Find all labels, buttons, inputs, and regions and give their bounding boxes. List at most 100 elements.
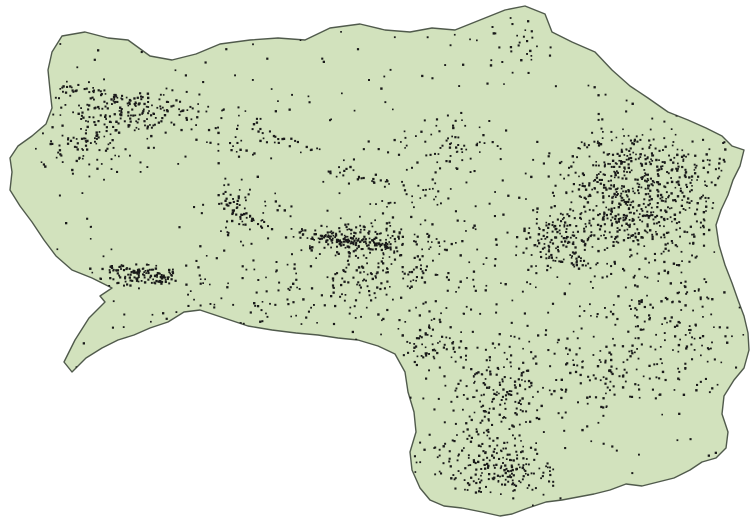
location-point — [548, 255, 551, 258]
location-point — [489, 373, 492, 376]
location-point — [82, 155, 85, 157]
location-point — [647, 216, 650, 219]
location-point — [464, 124, 467, 127]
location-point — [546, 462, 549, 465]
location-point — [648, 261, 650, 264]
location-point — [676, 439, 679, 442]
location-point — [159, 107, 162, 110]
location-point — [472, 278, 475, 281]
location-point — [260, 225, 263, 228]
location-point — [114, 100, 117, 103]
location-point — [662, 149, 664, 151]
location-point — [693, 163, 696, 166]
location-point — [722, 142, 725, 144]
location-point — [82, 342, 85, 345]
location-point — [536, 409, 539, 412]
location-point — [633, 192, 636, 195]
location-point — [366, 244, 369, 247]
location-point — [103, 100, 106, 103]
location-point — [345, 266, 348, 269]
location-point — [415, 135, 417, 137]
location-point — [611, 224, 613, 226]
location-point — [588, 155, 591, 158]
location-point — [634, 235, 637, 238]
location-point — [588, 395, 591, 398]
location-point — [265, 312, 267, 315]
location-point — [124, 277, 126, 279]
location-point — [367, 140, 370, 143]
location-point — [75, 159, 78, 163]
location-point — [683, 230, 686, 233]
location-point — [510, 321, 513, 324]
location-point — [468, 434, 471, 437]
location-point — [277, 289, 280, 292]
location-point — [138, 287, 140, 290]
location-point — [288, 108, 291, 111]
location-point — [667, 172, 670, 175]
location-point — [677, 350, 680, 353]
location-point — [66, 85, 69, 88]
location-point — [636, 316, 639, 319]
location-point — [617, 218, 621, 221]
location-point — [664, 243, 667, 246]
location-point — [597, 249, 600, 253]
location-point — [639, 156, 642, 158]
location-point — [720, 169, 723, 172]
location-point — [335, 241, 338, 244]
location-point — [343, 237, 346, 239]
location-point — [621, 197, 624, 199]
location-point — [667, 196, 670, 199]
location-point — [506, 231, 509, 234]
location-point — [516, 457, 519, 460]
location-point — [726, 341, 729, 344]
location-point — [604, 93, 607, 96]
location-point — [404, 321, 407, 323]
location-point — [80, 137, 84, 140]
location-point — [273, 141, 276, 144]
location-point — [137, 118, 140, 121]
location-point — [146, 92, 150, 95]
location-point — [679, 301, 681, 303]
location-point — [638, 453, 640, 456]
location-point — [455, 167, 458, 169]
location-point — [481, 373, 484, 376]
location-point — [386, 308, 389, 312]
location-point — [78, 104, 80, 107]
location-point — [368, 79, 370, 81]
location-point — [94, 140, 96, 143]
location-point — [253, 152, 256, 155]
location-point — [678, 412, 681, 415]
location-point — [636, 325, 639, 328]
location-point — [545, 257, 548, 260]
location-point — [449, 44, 452, 47]
location-point — [629, 223, 631, 226]
location-point — [546, 236, 549, 239]
location-point — [154, 117, 157, 119]
location-point — [411, 166, 413, 169]
location-point — [572, 231, 575, 234]
location-point — [489, 370, 492, 373]
location-point — [570, 262, 573, 265]
location-point — [701, 305, 704, 308]
location-point — [239, 215, 242, 219]
location-point — [288, 145, 291, 148]
location-point — [553, 205, 556, 208]
location-point — [488, 386, 491, 388]
location-point — [295, 272, 297, 275]
location-point — [475, 481, 478, 485]
location-point — [417, 184, 420, 187]
location-point — [593, 179, 597, 182]
location-point — [173, 123, 176, 126]
location-point — [653, 363, 656, 366]
location-point — [220, 117, 223, 120]
location-point — [600, 234, 602, 237]
location-point — [353, 305, 356, 308]
location-point — [129, 273, 132, 276]
location-point — [643, 245, 646, 247]
location-point — [556, 341, 559, 344]
location-point — [465, 347, 468, 350]
location-point — [352, 243, 355, 246]
location-point — [519, 466, 521, 469]
location-point — [482, 263, 485, 265]
location-point — [84, 144, 88, 147]
